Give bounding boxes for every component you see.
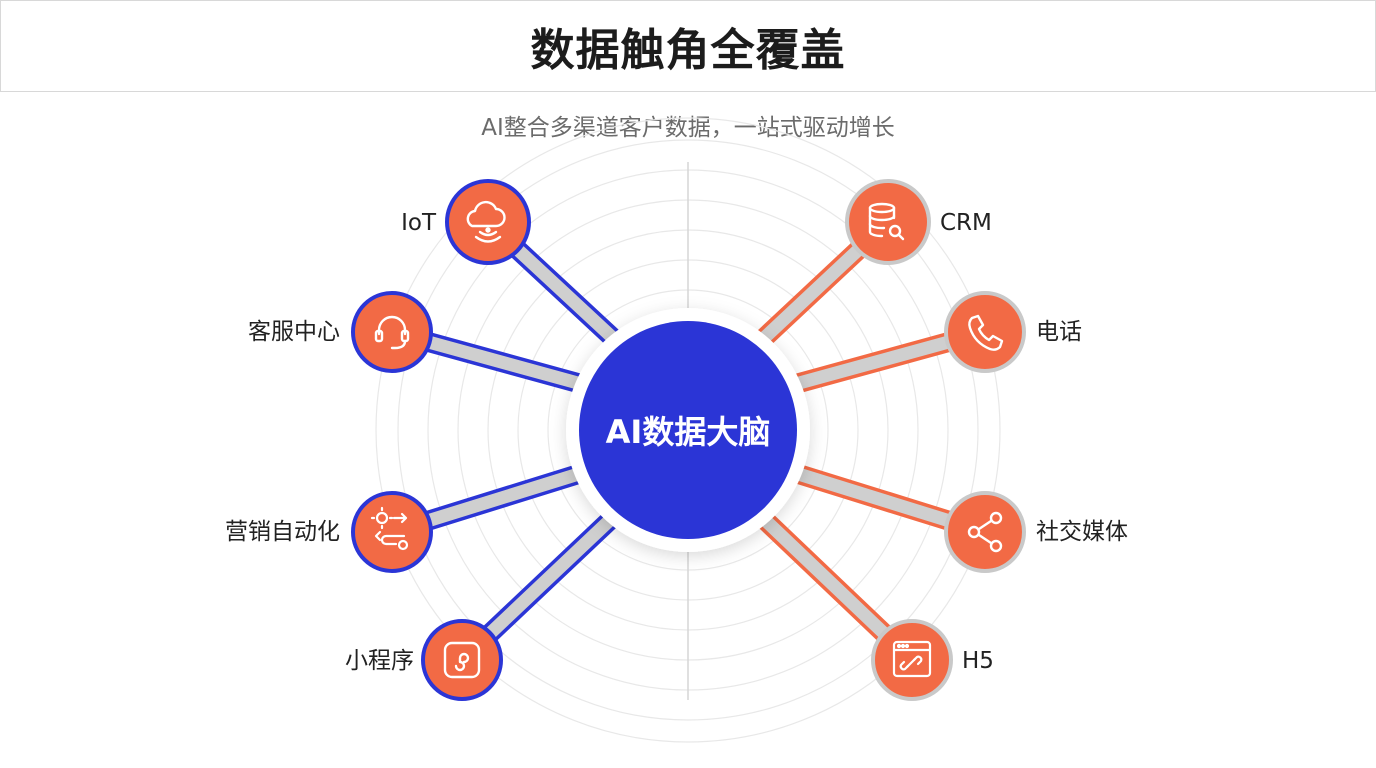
label-marketing: 营销自动化	[225, 519, 340, 545]
node-social[interactable]	[944, 491, 1026, 573]
node-miniprogram[interactable]	[421, 619, 503, 701]
central-hub	[566, 308, 810, 552]
node-marketing[interactable]	[351, 491, 433, 573]
page-subtitle: AI整合多渠道客户数据，一站式驱动增长	[481, 115, 895, 141]
label-phone: 电话	[1036, 319, 1082, 345]
cloud-signal-icon	[466, 200, 506, 243]
node-crm[interactable]	[845, 179, 931, 265]
node-h5[interactable]	[871, 619, 953, 701]
header-bar	[0, 0, 1376, 92]
node-service[interactable]	[351, 291, 433, 373]
automation-icon	[370, 506, 409, 551]
headset-icon	[374, 315, 410, 350]
center-label: AI数据大脑	[605, 413, 771, 451]
label-h5: H5	[962, 648, 994, 674]
label-iot: IoT	[401, 210, 436, 236]
page-title: 数据触角全覆盖	[530, 25, 846, 76]
label-social: 社交媒体	[1036, 519, 1128, 545]
database-search-icon	[868, 202, 905, 241]
label-service: 客服中心	[248, 319, 340, 345]
web-link-icon	[892, 640, 932, 678]
node-phone[interactable]	[944, 291, 1026, 373]
label-crm: CRM	[940, 210, 992, 236]
node-iot[interactable]	[445, 179, 531, 265]
phone-icon	[968, 314, 1004, 351]
share-icon	[967, 511, 1003, 553]
mini-program-icon	[443, 641, 481, 679]
label-miniprogram: 小程序	[345, 648, 414, 674]
